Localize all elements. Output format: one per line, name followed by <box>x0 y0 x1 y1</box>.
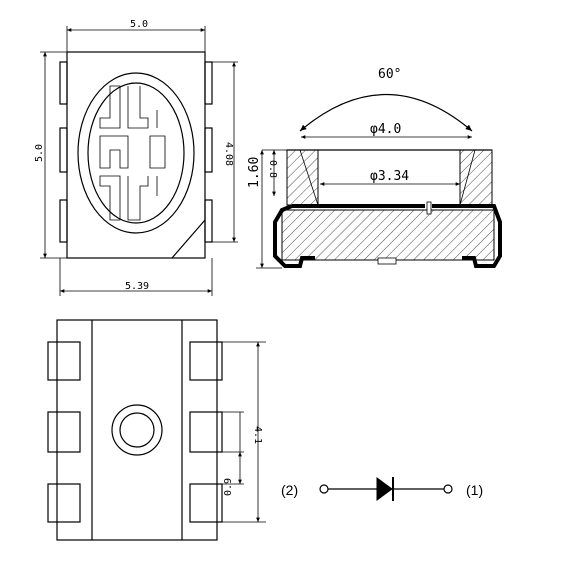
terminal-left-icon <box>319 484 329 494</box>
terminal-right-icon <box>443 484 453 494</box>
bottom-pad-left-1 <box>47 341 81 381</box>
dim-width-bottom: 5.39 <box>125 281 149 292</box>
bottom-body <box>56 319 218 541</box>
diode-triangle-icon <box>376 477 393 501</box>
lead-frame <box>99 85 166 221</box>
lens-dome <box>299 94 473 132</box>
bottom-pad-left-3 <box>47 483 81 523</box>
top-view: 5.0 5.0 4.08 5.39 <box>34 19 238 296</box>
dim-height-left: 5.0 <box>34 144 45 162</box>
lead-frame-side <box>273 204 315 268</box>
bottom-view: 4.1 0.9 <box>47 319 266 541</box>
side-view: 60° φ4.0 φ3.34 0.8 1.60 <box>247 67 502 269</box>
bottom-pad-right-3 <box>189 483 223 523</box>
diode-symbol: (2) (1) <box>281 477 483 501</box>
top-pad-left-1 <box>59 61 68 105</box>
dim-width-top: 5.0 <box>130 19 148 30</box>
dim-height-total: 1.60 <box>247 157 262 188</box>
bottom-center-outer <box>111 404 163 456</box>
pin-label-2: (2) <box>281 482 298 498</box>
dim-angle: 60° <box>378 67 401 82</box>
side-body <box>281 209 495 261</box>
bottom-pad-right-1 <box>189 341 223 381</box>
top-lens-inner <box>87 82 185 224</box>
dim-height-right: 4.08 <box>223 142 234 166</box>
dim-bottom-height: 4.1 <box>252 426 263 444</box>
top-pad-right-1 <box>204 61 213 105</box>
bottom-center-inner <box>119 412 155 448</box>
bottom-pad-right-2 <box>189 411 223 453</box>
dim-height-small: 0.8 <box>267 160 278 178</box>
dim-dia-outer: φ4.0 <box>370 122 401 137</box>
top-pad-left-3 <box>59 199 68 243</box>
pin-label-1: (1) <box>466 482 483 498</box>
top-pad-right-2 <box>204 127 213 173</box>
dim-dia-inner: φ3.34 <box>370 169 409 184</box>
top-pad-left-2 <box>59 127 68 173</box>
dim-bottom-pitch: 0.9 <box>223 478 234 496</box>
top-lens-outer <box>77 72 195 234</box>
bottom-pad-left-2 <box>47 411 81 453</box>
top-pad-right-3 <box>204 199 213 243</box>
